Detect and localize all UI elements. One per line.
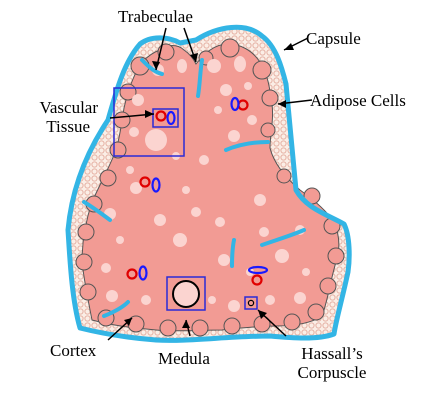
label-vascular: Vascular [12,99,98,117]
label-capsule: Capsule [306,30,361,48]
label-hassalls: Hassall’s [282,345,382,363]
label-medula: Medula [158,350,210,368]
label-tissue: Tissue [12,118,90,136]
label-trabeculae: Trabeculae [118,8,193,26]
label-cortex: Cortex [50,342,96,360]
label-adipose-cells: Adipose Cells [310,92,406,110]
label-corpuscle: Corpuscle [282,364,382,382]
medula-corpuscle [173,281,199,307]
